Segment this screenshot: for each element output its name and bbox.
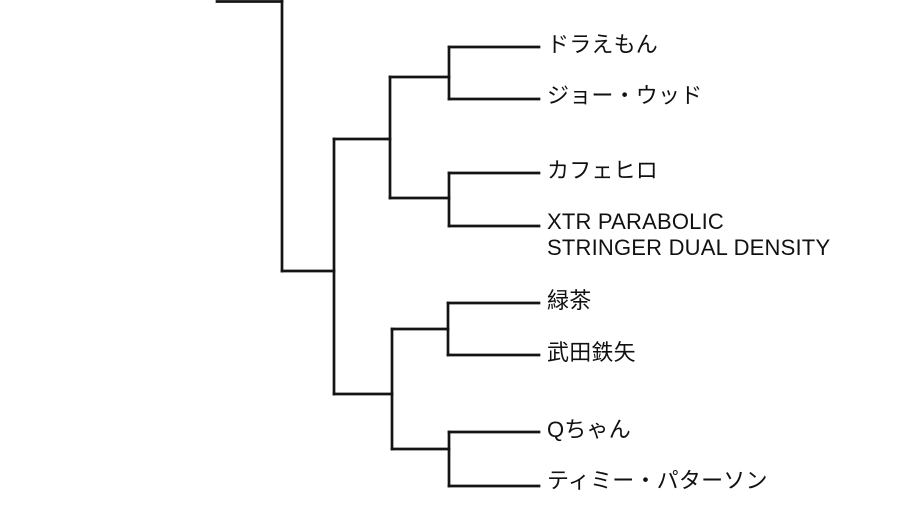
tree-branch-lines xyxy=(215,0,541,488)
